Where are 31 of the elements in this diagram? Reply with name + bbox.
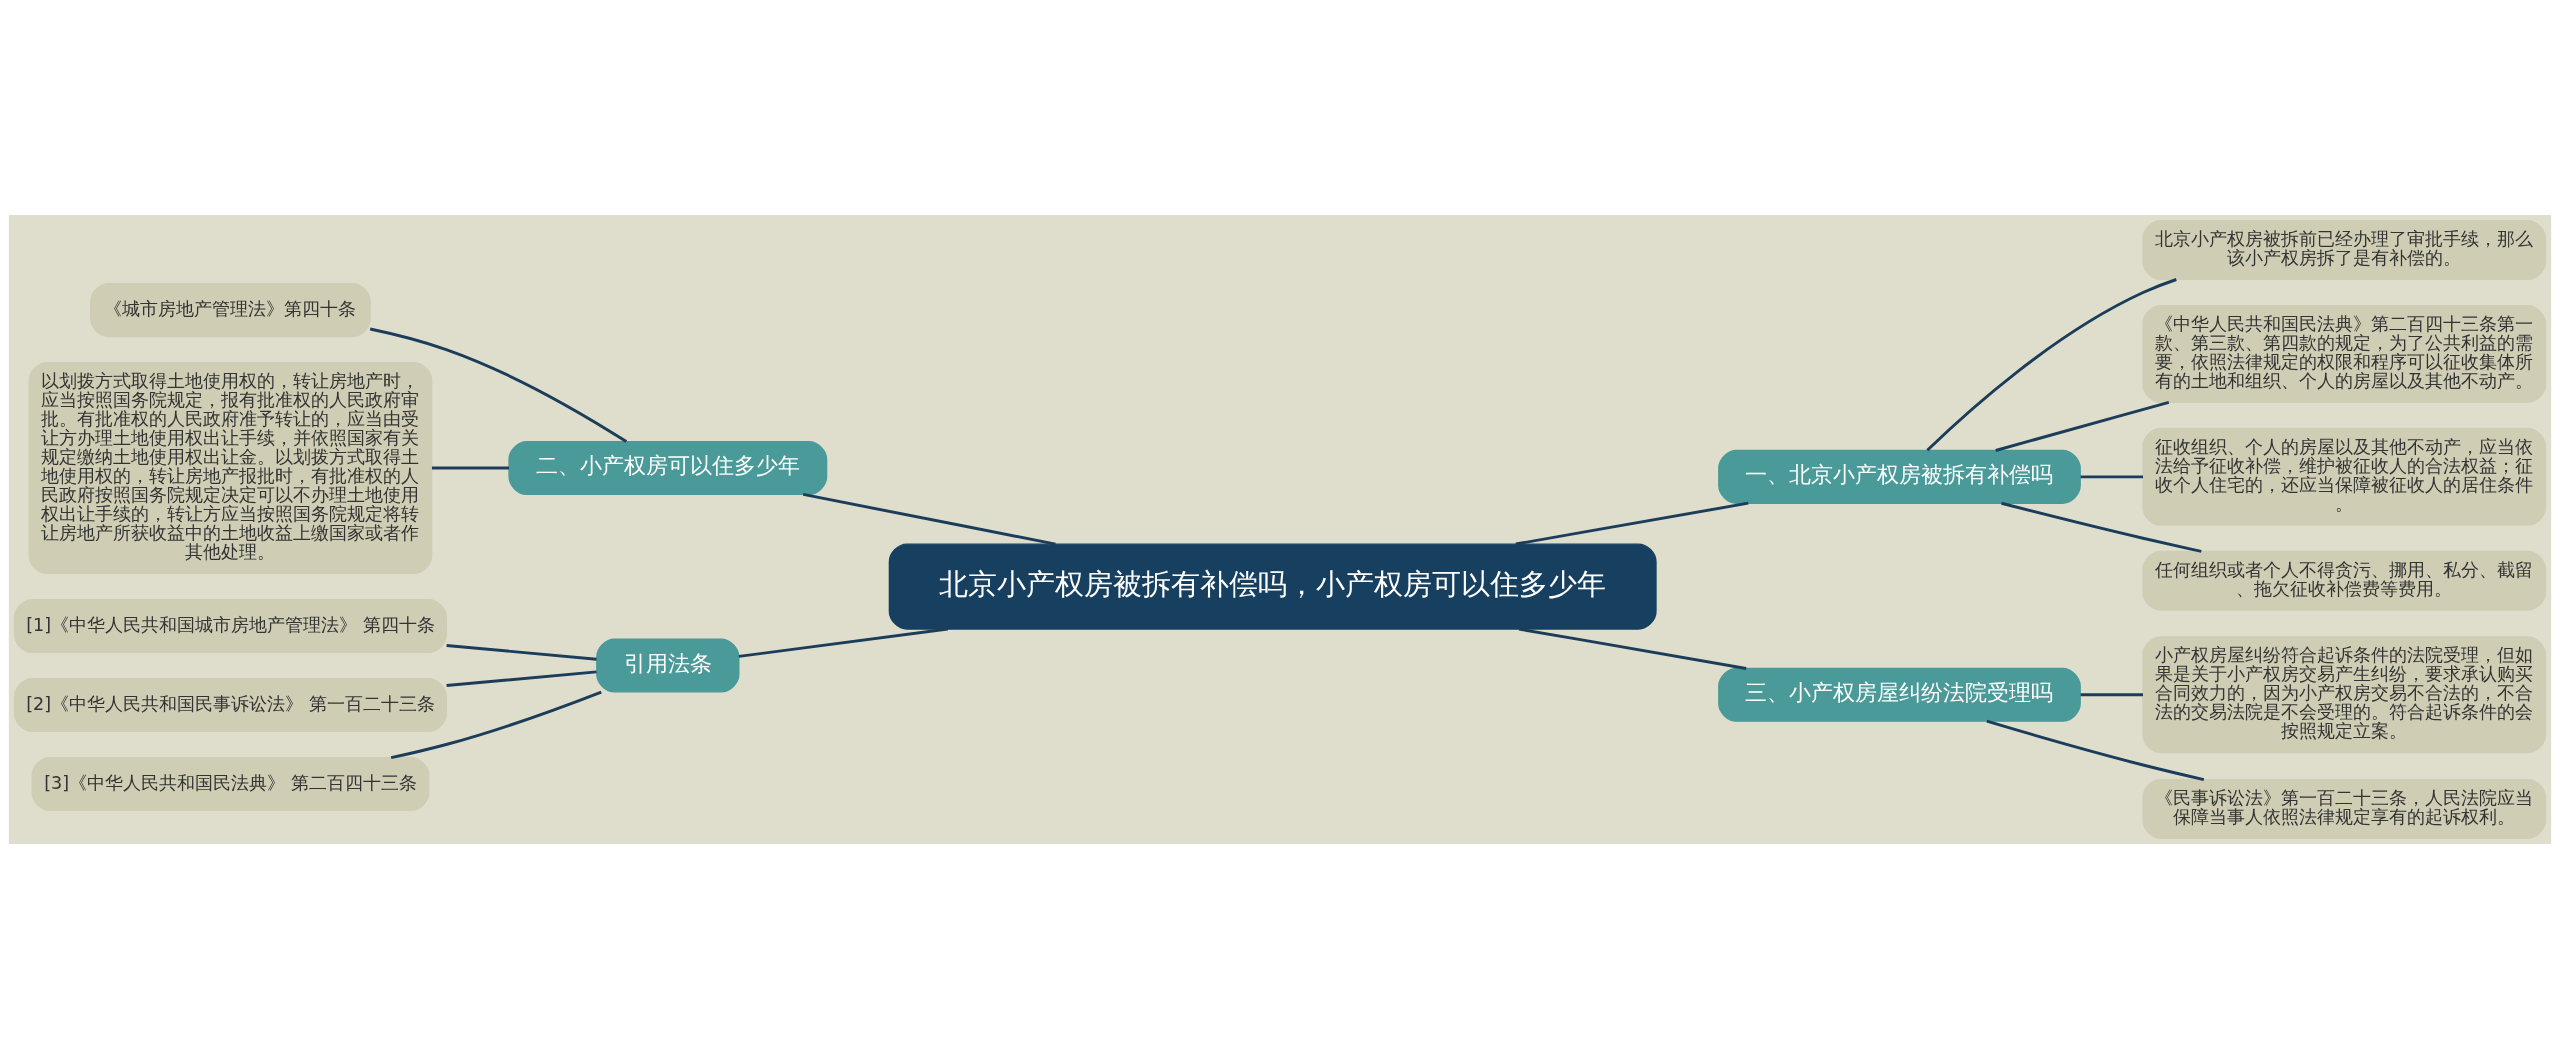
node-box: 一、北京小产权房被拆有补偿吗 xyxy=(1718,449,2081,504)
connector xyxy=(446,644,597,661)
node-box: 以划拨方式取得土地使用权的，转让房地产时，应当按照国务院规定，报有批准权的人民政府审批。有批准权的人民政府准予转让的，应当由受让方办理土地使用权出让手续，并依照国家有关规定缴纳土地使用权出让金。以划拨方式取得土地使用权的，转让房地产报批时，有批准权的人民政府按照国务院规定决定可以不办理土地使用权出让手续的，转让方应当按照国务院规定将转让房地产所获收益中的土地收益上缴国家或者作其他处理。 xyxy=(28,362,433,575)
connector xyxy=(369,327,628,443)
node-box: 北京小产权房被拆前已经办理了审批手续，那么该小产权房拆了是有补偿的。 xyxy=(2142,220,2547,281)
connector xyxy=(2001,501,2202,553)
connector xyxy=(802,493,1056,546)
node-box: 小产权房屋纠纷符合起诉条件的法院受理，但如果是关于小产权房交易产生纠纷，要求承认购买合同效力的，因为小产权房交易不合法的，不合法的交易法院是不会受理的。符合起诉条件的会按照规定立案。 xyxy=(2142,636,2547,754)
node-box: 《民事诉讼法》第一百二十三条，人民法院应当保障当事人依照法律规定享有的起诉权利。 xyxy=(2142,778,2547,839)
node-box: 三、小产权房屋纠纷法院受理吗 xyxy=(1718,667,2081,722)
node-box: 《城市房地产管理法》第四十条 xyxy=(90,283,371,338)
node-box: 《中华人民共和国民法典》第二百四十三条第一款、第三款、第四款的规定，为了公共利益的需要，依照法律规定的权限和程序可以征收集体所有的土地和组织、个人的房屋以及其他不动产。 xyxy=(2142,304,2547,403)
connector xyxy=(2080,475,2143,479)
connector xyxy=(446,670,597,687)
connector xyxy=(390,690,602,760)
connector xyxy=(738,627,948,658)
connector xyxy=(1986,719,2205,782)
node-box: 北京小产权房被拆有补偿吗，小产权房可以住多少年 xyxy=(888,543,1657,630)
connector xyxy=(2080,693,2143,697)
connector xyxy=(1515,501,1749,546)
node-box: 引用法条 xyxy=(596,638,740,693)
node-box: [2]《中华人民共和国民事诉讼法》 第一百二十三条 xyxy=(13,677,447,733)
connector xyxy=(1926,278,2177,452)
connector xyxy=(1995,400,2170,452)
node-box: 征收组织、个人的房屋以及其他不动产，应当依法给予征收补偿，维护被征收人的合法权益；征收个人住宅的，还应当保障被征收人的居住条件。 xyxy=(2142,427,2547,526)
node-box: 任何组织或者个人不得贪污、挪用、私分、截留、拖欠征收补偿费等费用。 xyxy=(2142,550,2547,611)
connector xyxy=(431,466,509,470)
node-box: [3]《中华人民共和国民法典》 第二百四十三条 xyxy=(31,756,430,812)
node-box: [1]《中华人民共和国城市房地产管理法》 第四十条 xyxy=(13,599,447,654)
node-box: 二、小产权房可以住多少年 xyxy=(508,441,828,496)
connector xyxy=(1518,627,1747,670)
